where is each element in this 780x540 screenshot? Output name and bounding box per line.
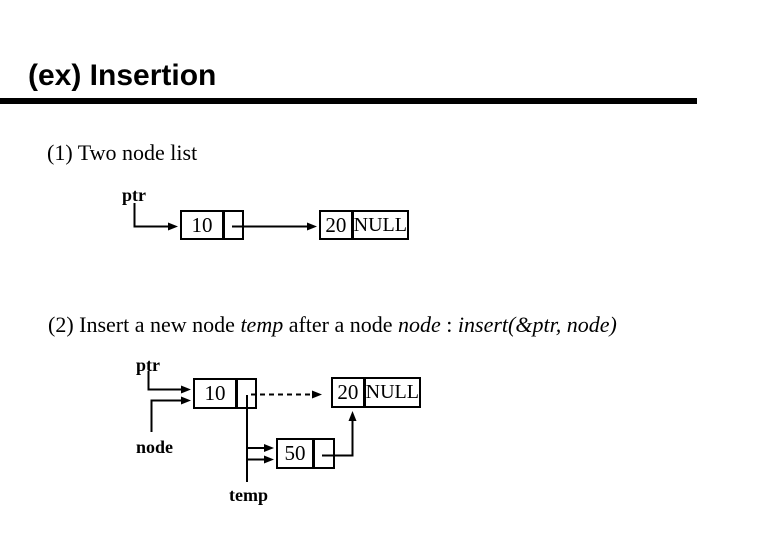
d1-node-10-data-value: 10 [191, 212, 213, 237]
d2-node-10-link-field [235, 380, 255, 407]
d1-node-20-data-value: 20 [325, 212, 347, 237]
section-2-heading: (2) Insert a new node temp after a node … [48, 312, 617, 337]
d2-node-20-link-field: NULL [362, 379, 419, 406]
page-title: (ex) Insertion [28, 59, 217, 92]
d1-node-10-link-field [222, 212, 242, 238]
d2-node-20-null-value: NULL [365, 381, 419, 403]
d1-node-20-null-value: NULL [353, 213, 407, 236]
heading2-node-italic: node [398, 312, 441, 337]
d2-node-arrow [150, 396, 191, 432]
d1-node-20-data-field: 20 [321, 212, 351, 238]
d2-node-20-data-value: 20 [337, 380, 359, 404]
d2-ptr-label: ptr [136, 355, 160, 375]
d2-node-10-data-value: 10 [204, 381, 226, 405]
heading2-call-italic: insert(&ptr, node) [457, 312, 617, 337]
title-underline [0, 98, 697, 104]
d1-node-20-link-field: NULL [350, 212, 407, 238]
d1-ptr-arrow [133, 203, 178, 231]
heading2-part: (2) Insert a new node [48, 312, 241, 337]
d2-node-20-box: 20 NULL [331, 377, 421, 408]
d2-node-10-data-field: 10 [195, 380, 235, 407]
d1-ptr-label: ptr [122, 185, 146, 205]
d2-node-20-data-field: 20 [333, 379, 363, 406]
heading2-part: : [440, 312, 458, 337]
d2-node-50-link-field [312, 440, 333, 467]
d2-node-50-data-value: 50 [284, 441, 306, 465]
d2-temp-label: temp [229, 485, 268, 505]
heading2-temp-italic: temp [240, 312, 284, 337]
d2-node-label: node [136, 437, 174, 457]
d1-node-20-box: 20 NULL [319, 210, 409, 240]
d1-node-10-box: 10 [180, 210, 244, 240]
d2-node-50-data-field: 50 [278, 440, 312, 467]
d2-node-10-box: 10 [193, 378, 257, 409]
heading2-part: after a node [283, 312, 399, 337]
d2-node-50-box: 50 [276, 438, 335, 469]
section-1-heading: (1) Two node list [47, 140, 198, 165]
d1-node-10-data-field: 10 [182, 212, 222, 238]
